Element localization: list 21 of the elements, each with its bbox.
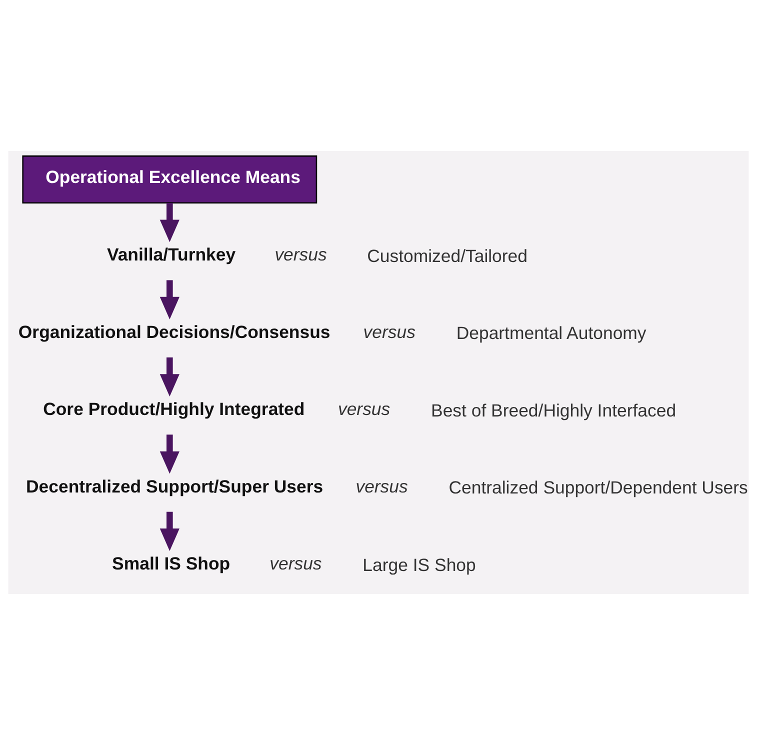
node-label: Best of Breed/Highly Interfaced xyxy=(431,400,676,420)
node-text: Organizational Decisions/Consensus xyxy=(18,321,330,342)
node-label: versus xyxy=(363,321,416,342)
node-text: Decentralized Support/Super Users xyxy=(26,476,324,496)
arrow xyxy=(160,356,180,396)
node-label: Departmental Autonomy xyxy=(456,322,646,343)
node-box: Operational Excellence Means xyxy=(22,154,318,204)
node-label: Centralized Support/Dependent Users xyxy=(448,477,748,498)
node-label: Customized/Tailored xyxy=(367,246,528,266)
node-label: versus xyxy=(338,398,390,419)
node-label: versus xyxy=(274,244,327,264)
node-label: versus xyxy=(270,553,322,574)
node-label: versus xyxy=(356,476,408,496)
arrow xyxy=(160,202,180,242)
arrow xyxy=(160,280,180,319)
node-label: Large IS Shop xyxy=(362,554,476,574)
node-text: Core Product/Highly Integrated xyxy=(43,398,305,419)
arrow xyxy=(160,511,180,550)
node-text: Small IS Shop xyxy=(112,553,230,574)
node-text: Vanilla/Turnkey xyxy=(107,244,236,264)
arrow xyxy=(160,434,180,474)
